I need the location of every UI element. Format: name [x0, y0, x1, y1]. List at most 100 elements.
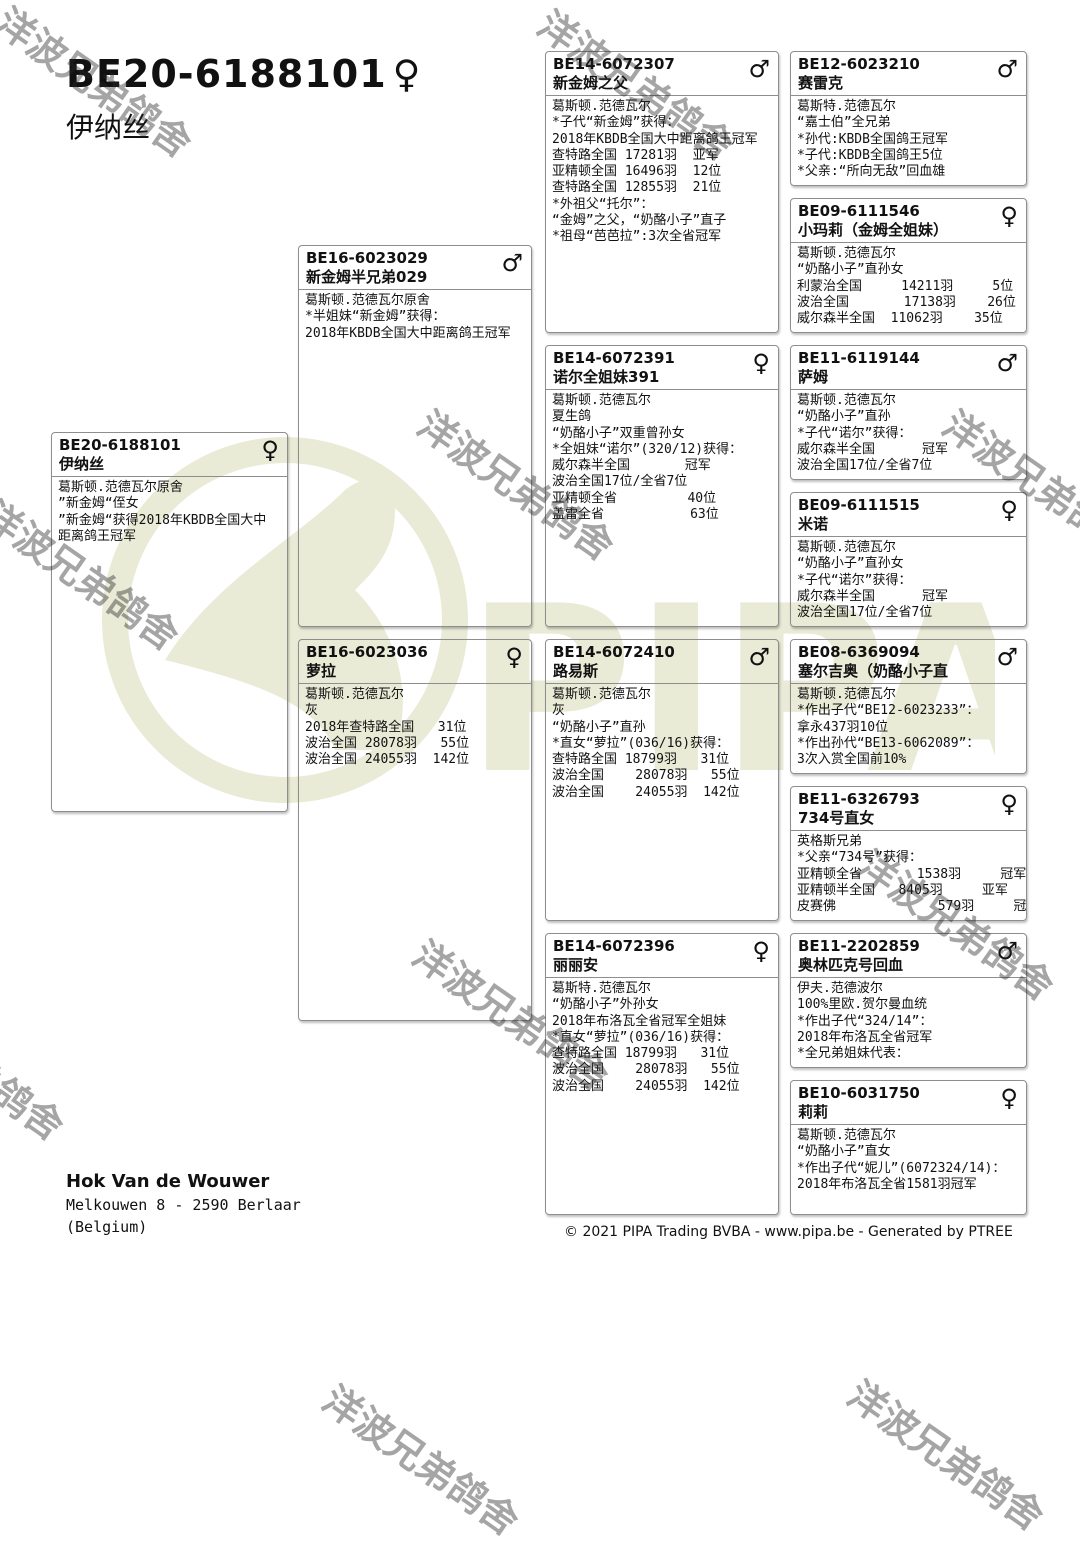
pedigree-card-sdd[interactable]: BE09-6111515 米诺 ♀ 葛斯顿.范德瓦尔 “奶酪小子”直孙女 *子代…	[790, 492, 1027, 627]
bird-name: 伊纳丝	[59, 455, 105, 473]
card-details: 葛斯顿.范德瓦尔 夏生鸽 “奶酪小子”双重曾孙女 *全姐妹“诺尔”(320/12…	[552, 393, 743, 523]
card-header: BE16-6023036 萝拉 ♀	[299, 640, 531, 684]
ring-number: BE14-6072307	[553, 55, 675, 73]
card-details: 葛斯顿.范德瓦尔 *作出子代“BE12-6023233”： 拿永437羽10位 …	[797, 687, 980, 768]
card-details: 葛斯顿.范德瓦尔 “奶酪小子”直女 *作出子代“妮儿”(6072324/14)：…	[797, 1128, 1006, 1192]
card-header: BE16-6023029 新金姆半兄弟029 ♂	[299, 246, 531, 290]
female-sex-icon: ♀	[1000, 1084, 1018, 1112]
bird-name: 赛雷克	[798, 74, 844, 92]
bird-name: 路易斯	[553, 662, 599, 680]
pedigree-card-sds[interactable]: BE11-6119144 萨姆 ♂ 葛斯顿.范德瓦尔 “奶酪小子”直孙 *子代“…	[790, 345, 1027, 480]
pedigree-card-dsd[interactable]: BE11-6326793 734号直女 ♀ 英格斯兄弟 *父亲“734号”获得：…	[790, 786, 1027, 921]
card-details: 英格斯兄弟 *父亲“734号”获得： 亚精顿全省 1538羽 冠军 亚精顿半全国…	[797, 834, 1027, 915]
bird-name: 小玛莉（金姆全姐妹）	[798, 221, 949, 239]
pedigree-card-dds[interactable]: BE11-2202859 奥林匹克号回血 ♂ 伊夫.范德波尔 100%里欧.贺尔…	[790, 933, 1027, 1068]
pedigree-card-sss[interactable]: BE12-6023210 赛雷克 ♂ 葛斯特.范德瓦尔 “嘉士伯”全兄弟 *孙代…	[790, 51, 1027, 186]
ring-number: BE16-6023036	[306, 643, 428, 661]
bird-name: 734号直女	[798, 809, 875, 827]
bird-name: 萨姆	[798, 368, 829, 386]
pedigree-card-ssd[interactable]: BE09-6111546 小玛莉（金姆全姐妹） ♀ 葛斯顿.范德瓦尔 “奶酪小子…	[790, 198, 1027, 333]
card-header: BE08-6369094 塞尔吉奥（奶酪小子直 ♂	[791, 640, 1026, 684]
card-header: BE14-6072307 新金姆之父 ♂	[546, 52, 778, 96]
female-sex-icon: ♀	[1000, 202, 1018, 230]
card-details: 伊夫.范德波尔 100%里欧.贺尔曼血统 *作出子代“324/14”： 2018…	[797, 981, 933, 1062]
male-sex-icon: ♂	[748, 643, 770, 671]
card-header: BE09-6111515 米诺 ♀	[791, 493, 1026, 537]
card-details: 葛斯特.范德瓦尔 “嘉士伯”全兄弟 *孙代:KBDB全国鸽王冠军 *子代:KBD…	[797, 99, 948, 180]
card-header: BE20-6188101 伊纳丝 ♀	[52, 433, 287, 477]
bird-name: 塞尔吉奥（奶酪小子直	[798, 662, 949, 680]
card-header: BE11-2202859 奥林匹克号回血 ♂	[791, 934, 1026, 978]
ring-number: BE10-6031750	[798, 1084, 920, 1102]
ring-number: BE14-6072410	[553, 643, 675, 661]
card-header: BE14-6072410 路易斯 ♂	[546, 640, 778, 684]
female-sex-icon: ♀	[1000, 790, 1018, 818]
female-sex-icon: ♀	[752, 937, 770, 965]
ring-number: BE09-6111546	[798, 202, 920, 220]
pedigree-card-sire-dam[interactable]: BE14-6072391 诺尔全姐妹391 ♀ 葛斯顿.范德瓦尔 夏生鸽 “奶酪…	[545, 345, 779, 627]
bird-name: 新金姆之父	[553, 74, 629, 92]
ring-number: BE11-2202859	[798, 937, 920, 955]
pedigree-card-dam-sire[interactable]: BE14-6072410 路易斯 ♂ 葛斯顿.范德瓦尔 灰 “奶酪小子”直孙 *…	[545, 639, 779, 921]
female-sex-icon: ♀	[1000, 496, 1018, 524]
bird-name: 莉莉	[798, 1103, 829, 1121]
bird-name: 奥林匹克号回血	[798, 956, 904, 974]
card-header: BE11-6326793 734号直女 ♀	[791, 787, 1026, 831]
male-sex-icon: ♂	[996, 55, 1018, 83]
pedigree-card-sire[interactable]: BE16-6023029 新金姆半兄弟029 ♂ 葛斯顿.范德瓦尔原舍 *半姐妹…	[298, 245, 532, 627]
card-details: 葛斯顿.范德瓦尔 灰 2018年查特路全国 31位 波治全国 28078羽 55…	[305, 687, 470, 768]
bird-name: 萝拉	[306, 662, 337, 680]
card-header: BE10-6031750 莉莉 ♀	[791, 1081, 1026, 1125]
watermark-text: 洋波兄弟鸽舍	[0, 981, 73, 1150]
pedigree-card-dss[interactable]: BE08-6369094 塞尔吉奥（奶酪小子直 ♂ 葛斯顿.范德瓦尔 *作出子代…	[790, 639, 1027, 774]
ring-number: BE11-6119144	[798, 349, 920, 367]
footer-copyright: © 2021 PIPA Trading BVBA - www.pipa.be -…	[564, 1224, 1013, 1240]
owner-name: Hok Van de Wouwer	[66, 1171, 270, 1192]
page-title: BE20-6188101♀	[66, 52, 422, 96]
bird-name: 新金姆半兄弟029	[306, 268, 428, 286]
ring-number: BE09-6111515	[798, 496, 920, 514]
bird-name: 诺尔全姐妹391	[553, 368, 660, 386]
card-header: BE12-6023210 赛雷克 ♂	[791, 52, 1026, 96]
ring-number: BE14-6072391	[553, 349, 675, 367]
page-subtitle-name: 伊纳丝	[66, 111, 151, 144]
title-ring-number: BE20-6188101	[66, 52, 387, 96]
ring-number: BE16-6023029	[306, 249, 428, 267]
card-header: BE14-6072391 诺尔全姐妹391 ♀	[546, 346, 778, 390]
ring-number: BE08-6369094	[798, 643, 920, 661]
pedigree-card-subject[interactable]: BE20-6188101 伊纳丝 ♀ 葛斯顿.范德瓦尔原舍 ”新金姆“侄女 ”新…	[51, 432, 288, 812]
male-sex-icon: ♂	[996, 937, 1018, 965]
card-details: 葛斯顿.范德瓦尔原舍 ”新金姆“侄女 ”新金姆“获得2018年KBDB全国大中 …	[58, 480, 267, 544]
card-details: 葛斯特.范德瓦尔 “奶酪小子”外孙女 2018年布洛瓦全省冠军全姐妹 *直女“萝…	[552, 981, 740, 1094]
owner-info: Hok Van de Wouwer Melkouwen 8 - 2590 Ber…	[66, 1170, 301, 1238]
ring-number: BE12-6023210	[798, 55, 920, 73]
female-sex-icon: ♀	[392, 52, 422, 96]
pedigree-card-sire-sire[interactable]: BE14-6072307 新金姆之父 ♂ 葛斯顿.范德瓦尔 *子代“新金姆”获得…	[545, 51, 779, 333]
card-header: BE14-6072396 丽丽安 ♀	[546, 934, 778, 978]
ring-number: BE14-6072396	[553, 937, 675, 955]
card-details: 葛斯顿.范德瓦尔 灰 “奶酪小子”直孙 *直女“萝拉”(036/16)获得： 查…	[552, 687, 740, 800]
watermark-text: 洋波兄弟鸽舍	[314, 1376, 528, 1545]
female-sex-icon: ♀	[261, 436, 279, 464]
female-sex-icon: ♀	[752, 349, 770, 377]
ring-number: BE11-6326793	[798, 790, 920, 808]
card-details: 葛斯顿.范德瓦尔 “奶酪小子”直孙女 利蒙治全国 14211羽 5位 波治全国 …	[797, 246, 1016, 327]
card-header: BE11-6119144 萨姆 ♂	[791, 346, 1026, 390]
bird-name: 丽丽安	[553, 956, 599, 974]
male-sex-icon: ♂	[501, 249, 523, 277]
bird-name: 米诺	[798, 515, 829, 533]
male-sex-icon: ♂	[996, 349, 1018, 377]
male-sex-icon: ♂	[748, 55, 770, 83]
female-sex-icon: ♀	[505, 643, 523, 671]
card-details: 葛斯顿.范德瓦尔 *子代“新金姆”获得： 2018年KBDB全国大中距离鸽王冠军…	[552, 99, 758, 245]
card-details: 葛斯顿.范德瓦尔 “奶酪小子”直孙女 *子代“诺尔”获得： 威尔森半全国 冠军 …	[797, 540, 948, 621]
pedigree-card-dam[interactable]: BE16-6023036 萝拉 ♀ 葛斯顿.范德瓦尔 灰 2018年查特路全国 …	[298, 639, 532, 1021]
pedigree-card-dam-dam[interactable]: BE14-6072396 丽丽安 ♀ 葛斯特.范德瓦尔 “奶酪小子”外孙女 20…	[545, 933, 779, 1215]
card-details: 葛斯顿.范德瓦尔原舍 *半姐妹“新金姆”获得： 2018年KBDB全国大中距离鸽…	[305, 293, 511, 341]
owner-address: Melkouwen 8 - 2590 Berlaar (Belgium)	[66, 1196, 301, 1236]
male-sex-icon: ♂	[996, 643, 1018, 671]
ring-number: BE20-6188101	[59, 436, 181, 454]
watermark-text: 洋波兄弟鸽舍	[839, 1371, 1053, 1540]
card-header: BE09-6111546 小玛莉（金姆全姐妹） ♀	[791, 199, 1026, 243]
pedigree-card-ddd[interactable]: BE10-6031750 莉莉 ♀ 葛斯顿.范德瓦尔 “奶酪小子”直女 *作出子…	[790, 1080, 1027, 1215]
